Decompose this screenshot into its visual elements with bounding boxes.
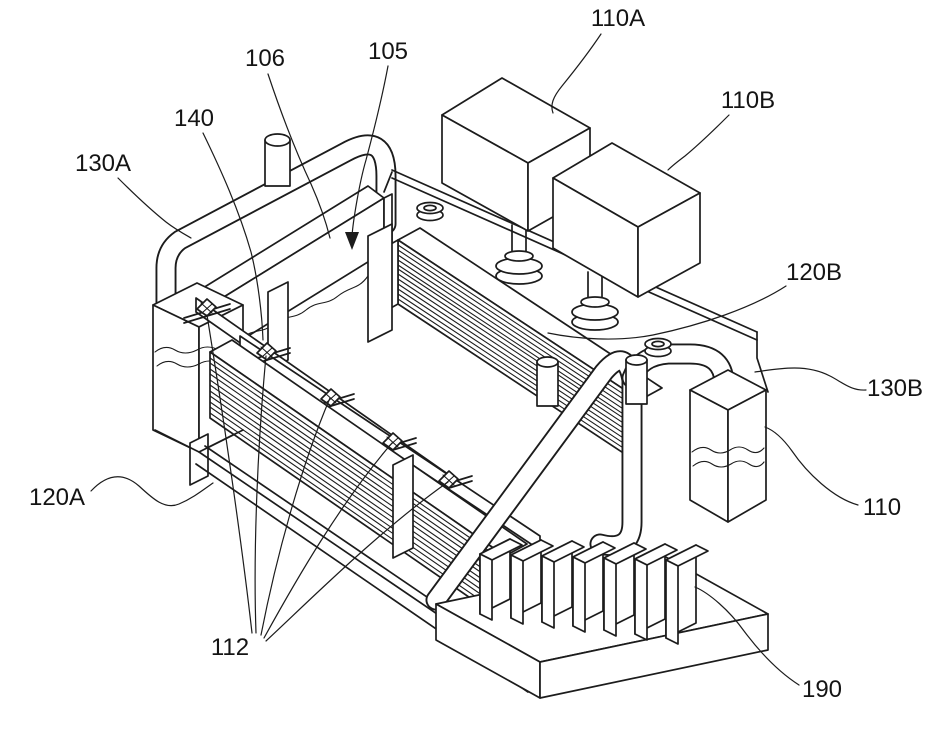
port-stub [625,354,648,405]
ref-numeral-105: 105 [368,38,408,65]
label-110B: 110B [667,87,775,171]
label-190: 190 [694,586,842,703]
leader-line-140 [202,132,264,341]
leader-line-130A [117,177,192,239]
vertical-fin [665,544,709,645]
base-front-right-face [539,613,769,699]
coolant-tank-105 [189,133,393,363]
arrowhead-105 [345,232,359,250]
label-140: 140 [174,105,264,341]
leader-line-120A [90,476,214,507]
labels-layer: 110A 106 105 110B 140 130A 120B 130B 110 120A 112 1… [29,5,923,703]
leader-line-112 [263,442,393,639]
leader-line-112 [265,481,449,642]
vertical-fin [541,540,585,629]
leader-line-112 [260,397,331,636]
ref-numeral-110A: 110A [591,5,645,32]
label-106: 106 [245,45,331,239]
leader-line-130B [754,367,867,391]
port-stub [536,356,559,407]
ref-numeral-110B: 110B [721,87,775,114]
ref-numeral-106: 106 [245,45,285,72]
leader-line-105 [351,65,389,237]
ref-numeral-190: 190 [802,676,842,703]
ref-numeral-120A: 120A [29,484,85,511]
terminal-box-110B [552,142,701,298]
right-end-block-110 [689,369,767,523]
label-112: 112 [206,314,449,661]
fin-hatch-lines [397,244,641,460]
leader-line-112 [206,314,253,634]
vertical-fin [603,542,647,637]
vertical-fin [572,541,616,633]
label-110: 110 [764,426,901,521]
leader-line-106 [267,73,331,239]
label-120A: 120A [29,476,214,511]
label-110A: 110A [551,5,645,114]
ref-numeral-140: 140 [174,105,214,132]
break-line [692,460,765,468]
pedestal-110A [495,224,543,285]
label-120B: 120B [547,259,842,340]
deck-boss [644,337,672,358]
stack-frame-post [392,454,414,559]
finned-base-190 [435,538,769,699]
leader-line-110B [667,114,730,171]
terminal-box-110A [441,77,591,232]
vertical-fin [510,539,554,625]
label-130B: 130B [754,367,923,402]
vertical-fin [634,543,678,641]
label-130A: 130A [75,150,192,239]
leader-line-120B [547,285,787,340]
tank-port-stub-106 [264,133,291,187]
cavity-post [367,223,393,343]
break-line [691,446,765,454]
pedestal-110B [571,271,619,331]
ref-numeral-130A: 130A [75,150,131,177]
deck-boss [416,201,444,222]
ref-numeral-120B: 120B [786,259,842,286]
ref-numeral-112: 112 [211,634,249,661]
ref-numeral-110: 110 [863,494,901,521]
stack-frame-post [189,433,209,486]
module-clamp [425,470,473,496]
leader-line-110A [551,33,602,114]
vertical-fin [479,538,523,621]
leader-line-190 [694,586,800,686]
label-105: 105 [345,38,408,250]
leader-line-112 [254,355,267,634]
leader-line-110 [764,426,859,506]
coolant-tube-130A [155,134,397,379]
ref-numeral-130B: 130B [867,375,923,402]
